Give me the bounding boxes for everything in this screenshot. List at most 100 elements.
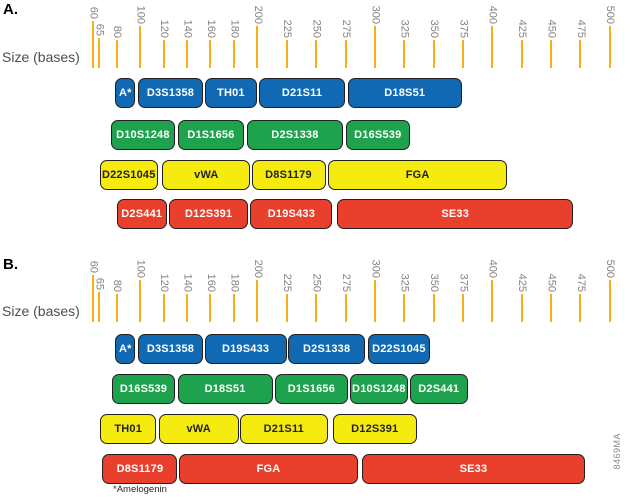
axis-tick-label: 250 bbox=[310, 19, 323, 38]
locus-box-vwa: vWA bbox=[158, 414, 239, 444]
locus-box-d2s1338: D2S1338 bbox=[246, 120, 344, 150]
axis-tick-label: 425 bbox=[516, 19, 529, 38]
locus-box-d2s441: D2S441 bbox=[116, 199, 167, 229]
axis-tick-label: 65 bbox=[93, 277, 106, 290]
axis-tick bbox=[403, 294, 406, 322]
axis-tick bbox=[162, 40, 165, 68]
axis-tick bbox=[92, 275, 94, 322]
axis-tick-label: 180 bbox=[228, 19, 241, 38]
axis-tick bbox=[256, 26, 259, 68]
axis-tick-label: 325 bbox=[398, 19, 411, 38]
axis-tick bbox=[373, 280, 376, 322]
locus-box-a: A* bbox=[115, 78, 136, 108]
axis-tick-label: 225 bbox=[281, 273, 294, 292]
axis-tick bbox=[491, 280, 494, 322]
axis-tick-label: 300 bbox=[369, 259, 382, 278]
locus-box-d12s391: D12S391 bbox=[332, 414, 417, 444]
figure-id-watermark: 8469MA bbox=[612, 433, 622, 470]
axis-tick bbox=[256, 280, 259, 322]
axis-tick bbox=[315, 294, 318, 322]
axis-tick bbox=[344, 40, 347, 68]
locus-box-d19s433: D19S433 bbox=[250, 199, 333, 229]
axis-tick-label: 65 bbox=[93, 23, 106, 36]
axis-tick-label: 450 bbox=[545, 273, 558, 292]
axis-tick-label: 200 bbox=[251, 5, 264, 24]
axis-tick bbox=[579, 294, 582, 322]
locus-box-d1s1656: D1S1656 bbox=[275, 374, 348, 404]
axis-tick-label: 275 bbox=[340, 19, 352, 38]
axis-tick-label: 225 bbox=[281, 19, 294, 38]
axis-tick-label: 160 bbox=[204, 273, 217, 292]
axis-tick bbox=[608, 26, 611, 68]
locus-box-d8s1179: D8S1179 bbox=[102, 454, 178, 484]
axis-tick bbox=[549, 40, 552, 68]
axis-tick-label: 140 bbox=[181, 19, 194, 38]
axis-tick-label: 425 bbox=[516, 273, 529, 292]
locus-box-d8s1179: D8S1179 bbox=[251, 160, 326, 190]
locus-box-d16s539: D16S539 bbox=[111, 374, 176, 404]
axis-tick-label: 400 bbox=[486, 259, 499, 278]
axis-tick bbox=[162, 294, 165, 322]
locus-box-d19s433: D19S433 bbox=[204, 334, 287, 364]
locus-box-d18s51: D18S51 bbox=[347, 78, 462, 108]
locus-box-d10s1248: D10S1248 bbox=[110, 120, 176, 150]
axis-tick-label: 180 bbox=[228, 273, 241, 292]
axis-tick-label: 100 bbox=[134, 5, 147, 24]
locus-box-se33: SE33 bbox=[337, 199, 574, 229]
size-axis-label-panel-b: Size (bases) bbox=[2, 303, 80, 319]
axis-tick bbox=[97, 38, 100, 68]
panel-b-label: B. bbox=[3, 256, 18, 273]
locus-box-fga: FGA bbox=[178, 454, 359, 484]
axis-tick-label: 140 bbox=[181, 273, 194, 292]
locus-box-th01: TH01 bbox=[100, 414, 157, 444]
locus-box-d2s441: D2S441 bbox=[410, 374, 468, 404]
axis-tick-label: 475 bbox=[574, 19, 587, 38]
axis-tick-label: 275 bbox=[340, 273, 352, 292]
axis-tick-label: 200 bbox=[251, 259, 264, 278]
axis-tick bbox=[232, 294, 235, 322]
axis-tick-label: 250 bbox=[310, 273, 323, 292]
locus-box-d22s1045: D22S1045 bbox=[367, 334, 430, 364]
axis-tick-label: 375 bbox=[457, 19, 470, 38]
axis-tick bbox=[608, 280, 611, 322]
axis-tick bbox=[491, 26, 494, 68]
locus-box-d21s11: D21S11 bbox=[258, 78, 346, 108]
axis-tick-label: 500 bbox=[604, 259, 617, 278]
axis-tick-label: 475 bbox=[574, 273, 587, 292]
axis-tick-label: 350 bbox=[428, 19, 440, 38]
locus-box-a: A* bbox=[115, 334, 136, 364]
axis-tick-label: 60 bbox=[87, 260, 100, 273]
axis-tick bbox=[373, 26, 376, 68]
locus-box-vwa: vWA bbox=[162, 160, 251, 190]
locus-box-d3s1358: D3S1358 bbox=[137, 334, 204, 364]
axis-tick-label: 325 bbox=[398, 273, 411, 292]
axis-tick-label: 450 bbox=[545, 19, 558, 38]
size-axis-label-panel-a: Size (bases) bbox=[2, 49, 80, 65]
locus-box-d22s1045: D22S1045 bbox=[100, 160, 158, 190]
locus-box-d21s11: D21S11 bbox=[239, 414, 328, 444]
axis-tick bbox=[139, 26, 141, 68]
axis-tick-label: 350 bbox=[428, 273, 440, 292]
axis-tick bbox=[579, 40, 582, 68]
axis-tick bbox=[209, 40, 212, 68]
axis-tick bbox=[232, 40, 235, 68]
axis-tick bbox=[432, 40, 435, 68]
locus-box-d12s391: D12S391 bbox=[169, 199, 248, 229]
locus-box-d1s1656: D1S1656 bbox=[177, 120, 245, 150]
axis-tick bbox=[315, 40, 318, 68]
axis-tick bbox=[209, 294, 212, 322]
panel-a-label: A. bbox=[3, 1, 18, 18]
locus-box-d3s1358: D3S1358 bbox=[137, 78, 204, 108]
locus-box-d16s539: D16S539 bbox=[345, 120, 411, 150]
axis-tick bbox=[97, 292, 100, 322]
axis-tick bbox=[520, 294, 523, 322]
locus-box-se33: SE33 bbox=[361, 454, 585, 484]
axis-tick bbox=[285, 40, 288, 68]
axis-tick bbox=[520, 40, 523, 68]
amelogenin-footnote: *Amelogenin bbox=[113, 484, 167, 495]
locus-box-fga: FGA bbox=[327, 160, 508, 190]
axis-tick bbox=[549, 294, 552, 322]
axis-tick-label: 120 bbox=[158, 19, 170, 38]
axis-tick-label: 120 bbox=[158, 273, 170, 292]
locus-box-d10s1248: D10S1248 bbox=[350, 374, 408, 404]
